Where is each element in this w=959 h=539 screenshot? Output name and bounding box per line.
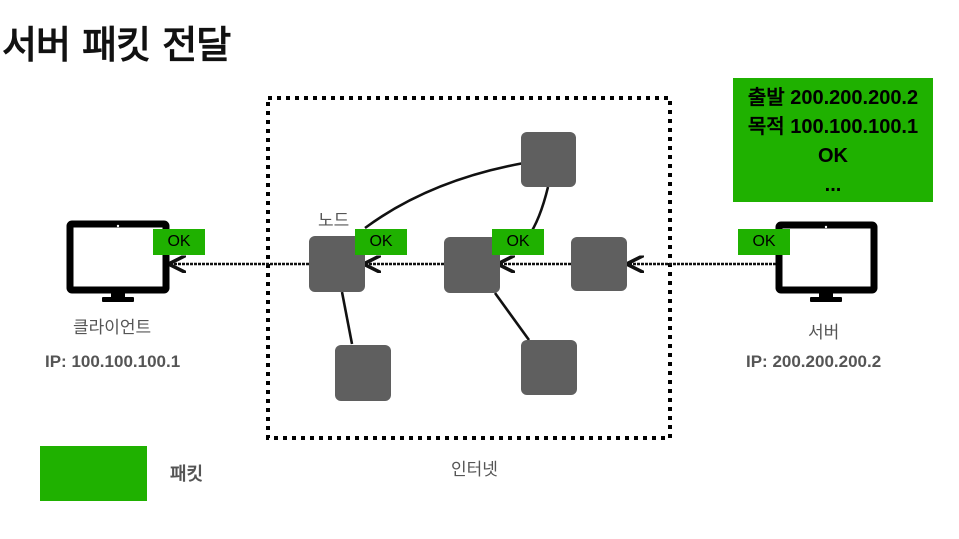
packet-tag-server: OK (738, 229, 790, 255)
node-top (521, 132, 576, 187)
packet-tag-node: OK (355, 229, 407, 255)
internet-label: 인터넷 (451, 460, 498, 480)
packet-ellipsis: ... (824, 174, 842, 196)
node-center (444, 237, 500, 293)
link-curve-top (364, 161, 525, 230)
node-bottom-right (521, 340, 577, 395)
client-label: 클라이언트 (73, 318, 152, 338)
server-label: 서버 (808, 323, 840, 343)
node-label: 노드 (318, 211, 350, 231)
client-ip: IP: 100.100.100.1 (45, 352, 181, 371)
packet-payload: OK (818, 145, 848, 167)
link-node-to-bottom-left (340, 291, 354, 345)
packet-destination: 목적 100.100.100.1 (747, 116, 919, 138)
node-bottom-left (335, 345, 391, 401)
server-ip: IP: 200.200.200.2 (746, 352, 882, 371)
server-computer-icon (775, 221, 878, 302)
packet-tag-center: OK (492, 229, 544, 255)
packet-tag-client: OK (153, 229, 205, 255)
legend-label: 패킷 (170, 464, 204, 485)
internet-boundary (266, 96, 672, 440)
legend-swatch (40, 446, 147, 501)
packet-info-box: 출발 200.200.200.2 목적 100.100.100.1 OK ... (733, 78, 933, 202)
packet-source: 출발 200.200.200.2 (747, 87, 919, 109)
page-title: 서버 패킷 전달 (2, 23, 231, 67)
node-labeled (309, 236, 365, 292)
client-computer-icon (66, 220, 170, 302)
link-center-to-bottom-right (493, 292, 531, 341)
node-right (571, 237, 627, 291)
